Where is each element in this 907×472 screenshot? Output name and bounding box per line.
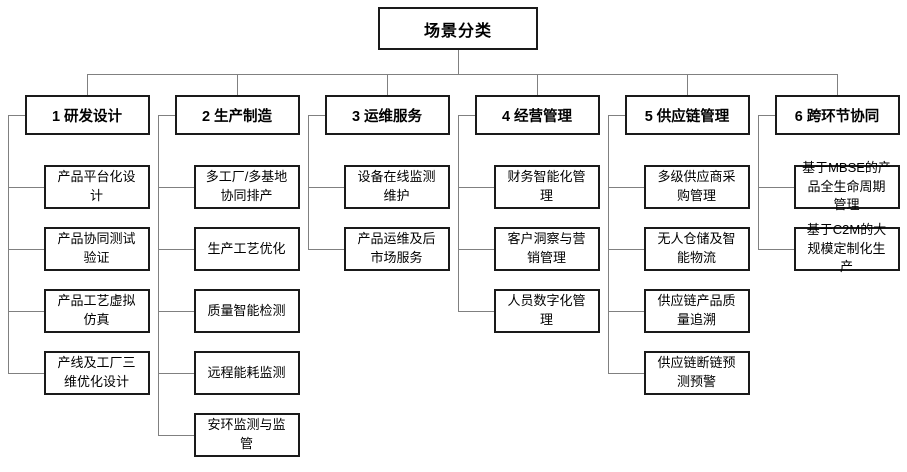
branch-node-5-label: 5 供应链管理: [644, 108, 730, 125]
child-connector-stub-4-3: [457, 311, 494, 312]
branch-node-3-label: 3 运维服务: [351, 108, 423, 125]
child-node-1-1: 产品平台化设计: [43, 165, 150, 209]
child-connector-stub-3-1: [307, 187, 344, 188]
child-node-2-4: 远程能耗监测: [193, 351, 300, 395]
child-connector-stub-6-2: [757, 249, 794, 250]
child-node-2-2: 生产工艺优化: [193, 227, 300, 271]
trunk-line: [87, 74, 838, 75]
branch-node-6-label: 6 跨环节协同: [794, 108, 880, 125]
child-connector-stub-5-1: [607, 187, 644, 188]
child-node-5-3: 供应链产品质量追溯: [643, 289, 750, 333]
branch-node-2-label: 2 生产制造: [201, 108, 273, 125]
child-connector-stub-1-3: [7, 311, 44, 312]
child-node-2-2-label: 生产工艺优化: [207, 240, 286, 256]
branch-stem-line-2: [237, 74, 238, 95]
branch-node-1: 1 研发设计: [24, 95, 150, 135]
child-node-1-4-label: 产线及工厂三维优化设计: [57, 355, 136, 389]
child-connector-stub-5-4: [607, 373, 644, 374]
child-node-5-2: 无人仓储及智能物流: [643, 227, 750, 271]
child-node-6-2-label: 基于C2M的大规模定制化生产: [806, 221, 887, 275]
branch-elbow-stub-4: [457, 115, 475, 116]
child-connector-stub-2-3: [157, 311, 194, 312]
child-node-4-2: 客户洞察与营销管理: [493, 227, 600, 271]
child-connector-stub-2-4: [157, 373, 194, 374]
branch-connector-line-6: [757, 115, 759, 250]
child-node-3-2-label: 产品运维及后市场服务: [357, 231, 436, 265]
branch-connector-line-5: [607, 115, 609, 374]
branch-node-2: 2 生产制造: [174, 95, 300, 135]
branch-node-4-label: 4 经营管理: [501, 108, 573, 125]
branch-node-5: 5 供应链管理: [624, 95, 750, 135]
child-node-2-3: 质量智能检测: [193, 289, 300, 333]
child-connector-stub-5-2: [607, 249, 644, 250]
branch-node-4: 4 经营管理: [474, 95, 600, 135]
child-node-2-5: 安环监测与监管: [193, 413, 300, 457]
child-node-4-3-label: 人员数字化管理: [507, 293, 586, 327]
child-node-1-3: 产品工艺虚拟仿真: [43, 289, 150, 333]
child-node-1-3-label: 产品工艺虚拟仿真: [57, 293, 136, 327]
branch-node-6: 6 跨环节协同: [774, 95, 900, 135]
root-node: 场景分类: [378, 7, 538, 50]
child-connector-stub-6-1: [757, 187, 794, 188]
child-node-5-1: 多级供应商采购管理: [643, 165, 750, 209]
branch-connector-line-2: [157, 115, 159, 436]
child-node-1-4: 产线及工厂三维优化设计: [43, 351, 150, 395]
child-node-5-4-label: 供应链断链预测预警: [657, 355, 736, 389]
child-node-5-3-label: 供应链产品质量追溯: [657, 293, 736, 327]
child-connector-stub-1-2: [7, 249, 44, 250]
child-connector-stub-2-2: [157, 249, 194, 250]
child-node-2-5-label: 安环监测与监管: [207, 417, 286, 451]
child-connector-stub-4-1: [457, 187, 494, 188]
branch-node-3: 3 运维服务: [324, 95, 450, 135]
child-connector-stub-2-1: [157, 187, 194, 188]
child-node-1-2-label: 产品协同测试验证: [57, 231, 136, 265]
child-connector-stub-1-4: [7, 373, 44, 374]
child-node-2-1: 多工厂/多基地协同排产: [193, 165, 300, 209]
root-node-label: 场景分类: [423, 22, 492, 40]
child-node-4-2-label: 客户洞察与营销管理: [507, 231, 586, 265]
child-connector-stub-4-2: [457, 249, 494, 250]
branch-connector-line-4: [457, 115, 459, 312]
branch-stem-line-3: [387, 74, 388, 95]
branch-elbow-stub-2: [157, 115, 175, 116]
child-node-4-1: 财务智能化管理: [493, 165, 600, 209]
child-node-2-4-label: 远程能耗监测: [207, 364, 286, 380]
child-node-1-2: 产品协同测试验证: [43, 227, 150, 271]
child-node-3-1: 设备在线监测维护: [343, 165, 450, 209]
child-node-4-3: 人员数字化管理: [493, 289, 600, 333]
child-connector-stub-5-3: [607, 311, 644, 312]
child-node-3-2: 产品运维及后市场服务: [343, 227, 450, 271]
child-node-2-1-label: 多工厂/多基地协同排产: [205, 169, 288, 203]
child-node-6-1: 基于MBSE的产品全生命周期管理: [793, 160, 900, 212]
branch-node-1-label: 1 研发设计: [51, 108, 123, 125]
branch-elbow-stub-6: [757, 115, 775, 116]
branch-stem-line-6: [837, 74, 838, 95]
branch-stem-line-1: [87, 74, 88, 95]
child-node-5-2-label: 无人仓储及智能物流: [657, 231, 736, 265]
child-node-3-1-label: 设备在线监测维护: [357, 169, 436, 203]
branch-stem-line-4: [537, 74, 538, 95]
child-node-5-4: 供应链断链预测预警: [643, 351, 750, 395]
branch-elbow-stub-5: [607, 115, 625, 116]
child-connector-stub-3-2: [307, 249, 344, 250]
child-node-1-1-label: 产品平台化设计: [57, 169, 136, 203]
root-stem-line: [458, 50, 459, 74]
child-connector-stub-2-5: [157, 435, 194, 436]
branch-stem-line-5: [687, 74, 688, 95]
child-node-4-1-label: 财务智能化管理: [507, 169, 586, 203]
child-connector-stub-1-1: [7, 187, 44, 188]
child-node-2-3-label: 质量智能检测: [207, 302, 286, 318]
branch-elbow-stub-3: [307, 115, 325, 116]
child-node-5-1-label: 多级供应商采购管理: [657, 169, 736, 203]
branch-connector-line-3: [307, 115, 309, 250]
branch-elbow-stub-1: [7, 115, 25, 116]
child-node-6-1-label: 基于MBSE的产品全生命周期管理: [802, 159, 891, 213]
child-node-6-2: 基于C2M的大规模定制化生产: [793, 222, 900, 274]
branch-connector-line-1: [7, 115, 9, 374]
